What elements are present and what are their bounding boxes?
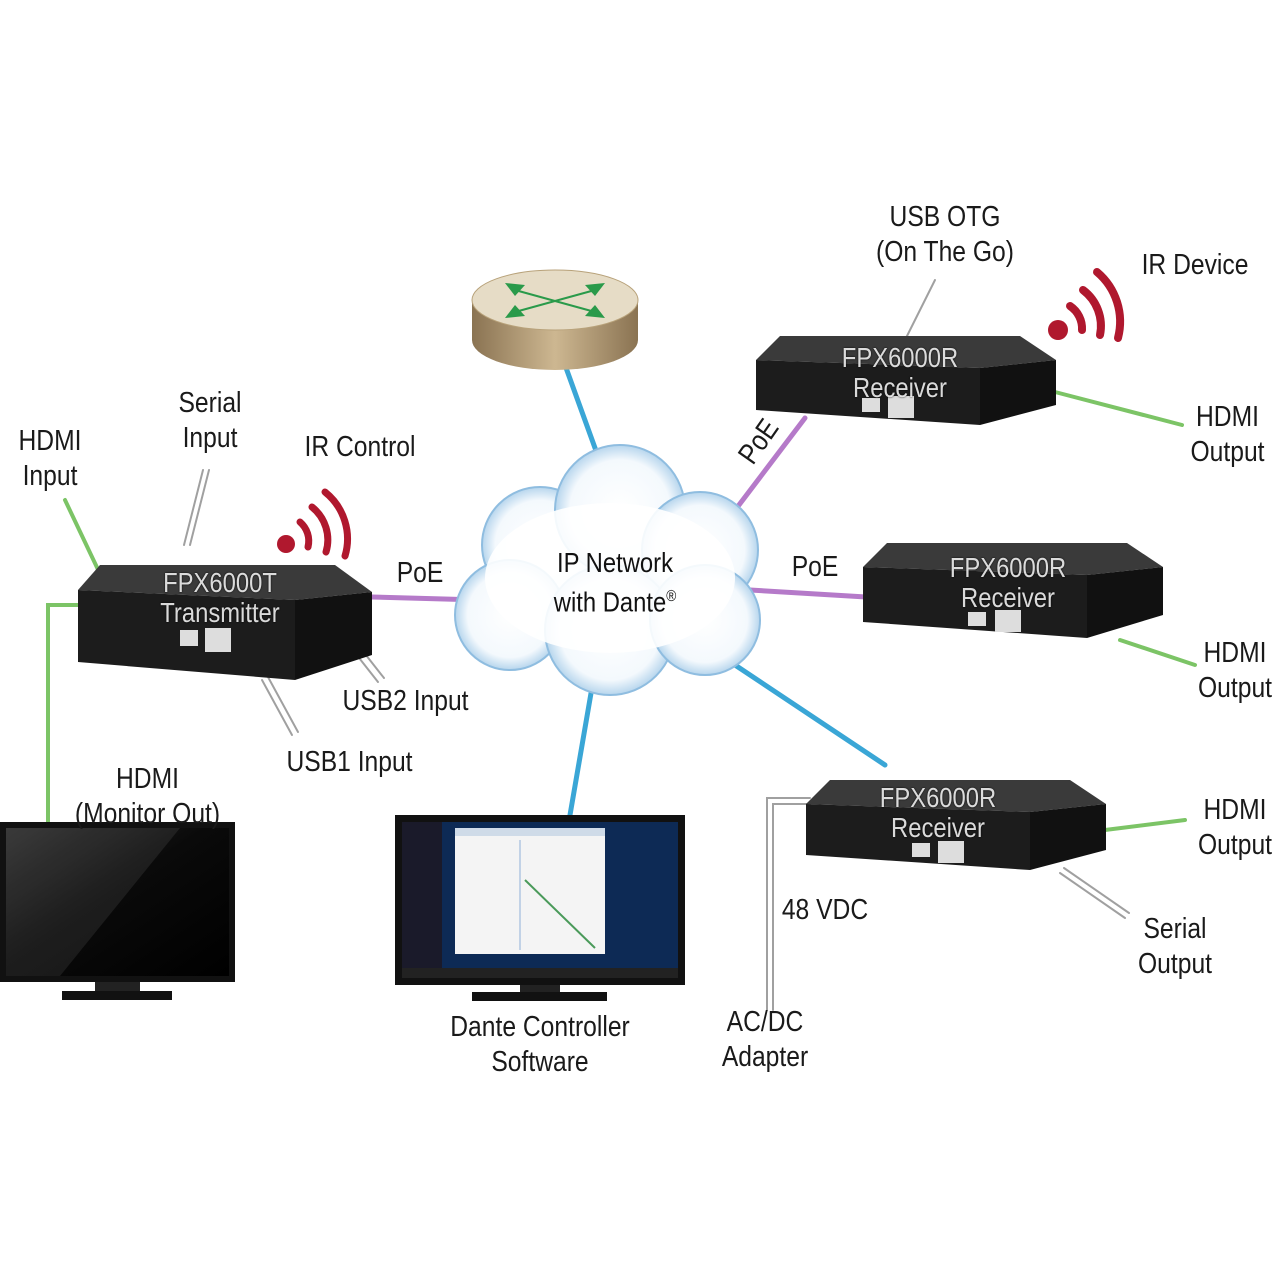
ir-device-icon — [1048, 268, 1125, 342]
receiver-3-device — [806, 780, 1106, 870]
usb2-input-label: USB2 Input — [342, 685, 469, 717]
vdc-label: 48 VDC — [781, 894, 869, 926]
hdmi-monitor-cable — [46, 603, 80, 827]
tv-monitor-icon — [0, 822, 235, 1000]
receiver-3-role: Receiver — [891, 812, 985, 843]
ir-control-icon — [277, 488, 352, 560]
receiver-1-model: FPX6000R — [841, 342, 959, 373]
computer-monitor-icon — [395, 815, 685, 1001]
transmitter-device — [78, 565, 372, 680]
receiver3-link — [732, 662, 888, 768]
router-icon — [471, 269, 639, 370]
hdmi-output-3-cable — [1103, 818, 1187, 832]
ir-control-label: IR Control — [304, 431, 416, 463]
usb-otg-label: USB OTG(On The Go) — [876, 201, 1014, 268]
poe-rx2-link — [747, 587, 869, 600]
hdmi-input-cable — [63, 498, 104, 580]
receiver-3-model: FPX6000R — [879, 782, 997, 813]
hdmi-output-1-cable — [1053, 390, 1184, 427]
poe-tx-label: PoE — [396, 557, 444, 589]
receiver-2-model: FPX6000R — [949, 552, 1067, 583]
hdmi-monitor-out-label: HDMI(Monitor Out) — [74, 763, 221, 830]
receiver-2-device — [863, 543, 1163, 638]
hdmi-output-2-cable — [1118, 638, 1197, 667]
controller-link — [567, 667, 598, 818]
transmitter-role: Transmitter — [160, 597, 280, 628]
receiver-1-role: Receiver — [853, 372, 947, 403]
usb1-input-label: USB1 Input — [286, 746, 413, 778]
transmitter-model: FPX6000T — [163, 567, 277, 598]
network-cables — [46, 279, 1197, 1011]
receiver-2-role: Receiver — [961, 582, 1055, 613]
poe-rx2-label: PoE — [791, 551, 839, 583]
receiver-1-device — [756, 336, 1056, 425]
ir-device-label: IR Device — [1141, 249, 1249, 281]
